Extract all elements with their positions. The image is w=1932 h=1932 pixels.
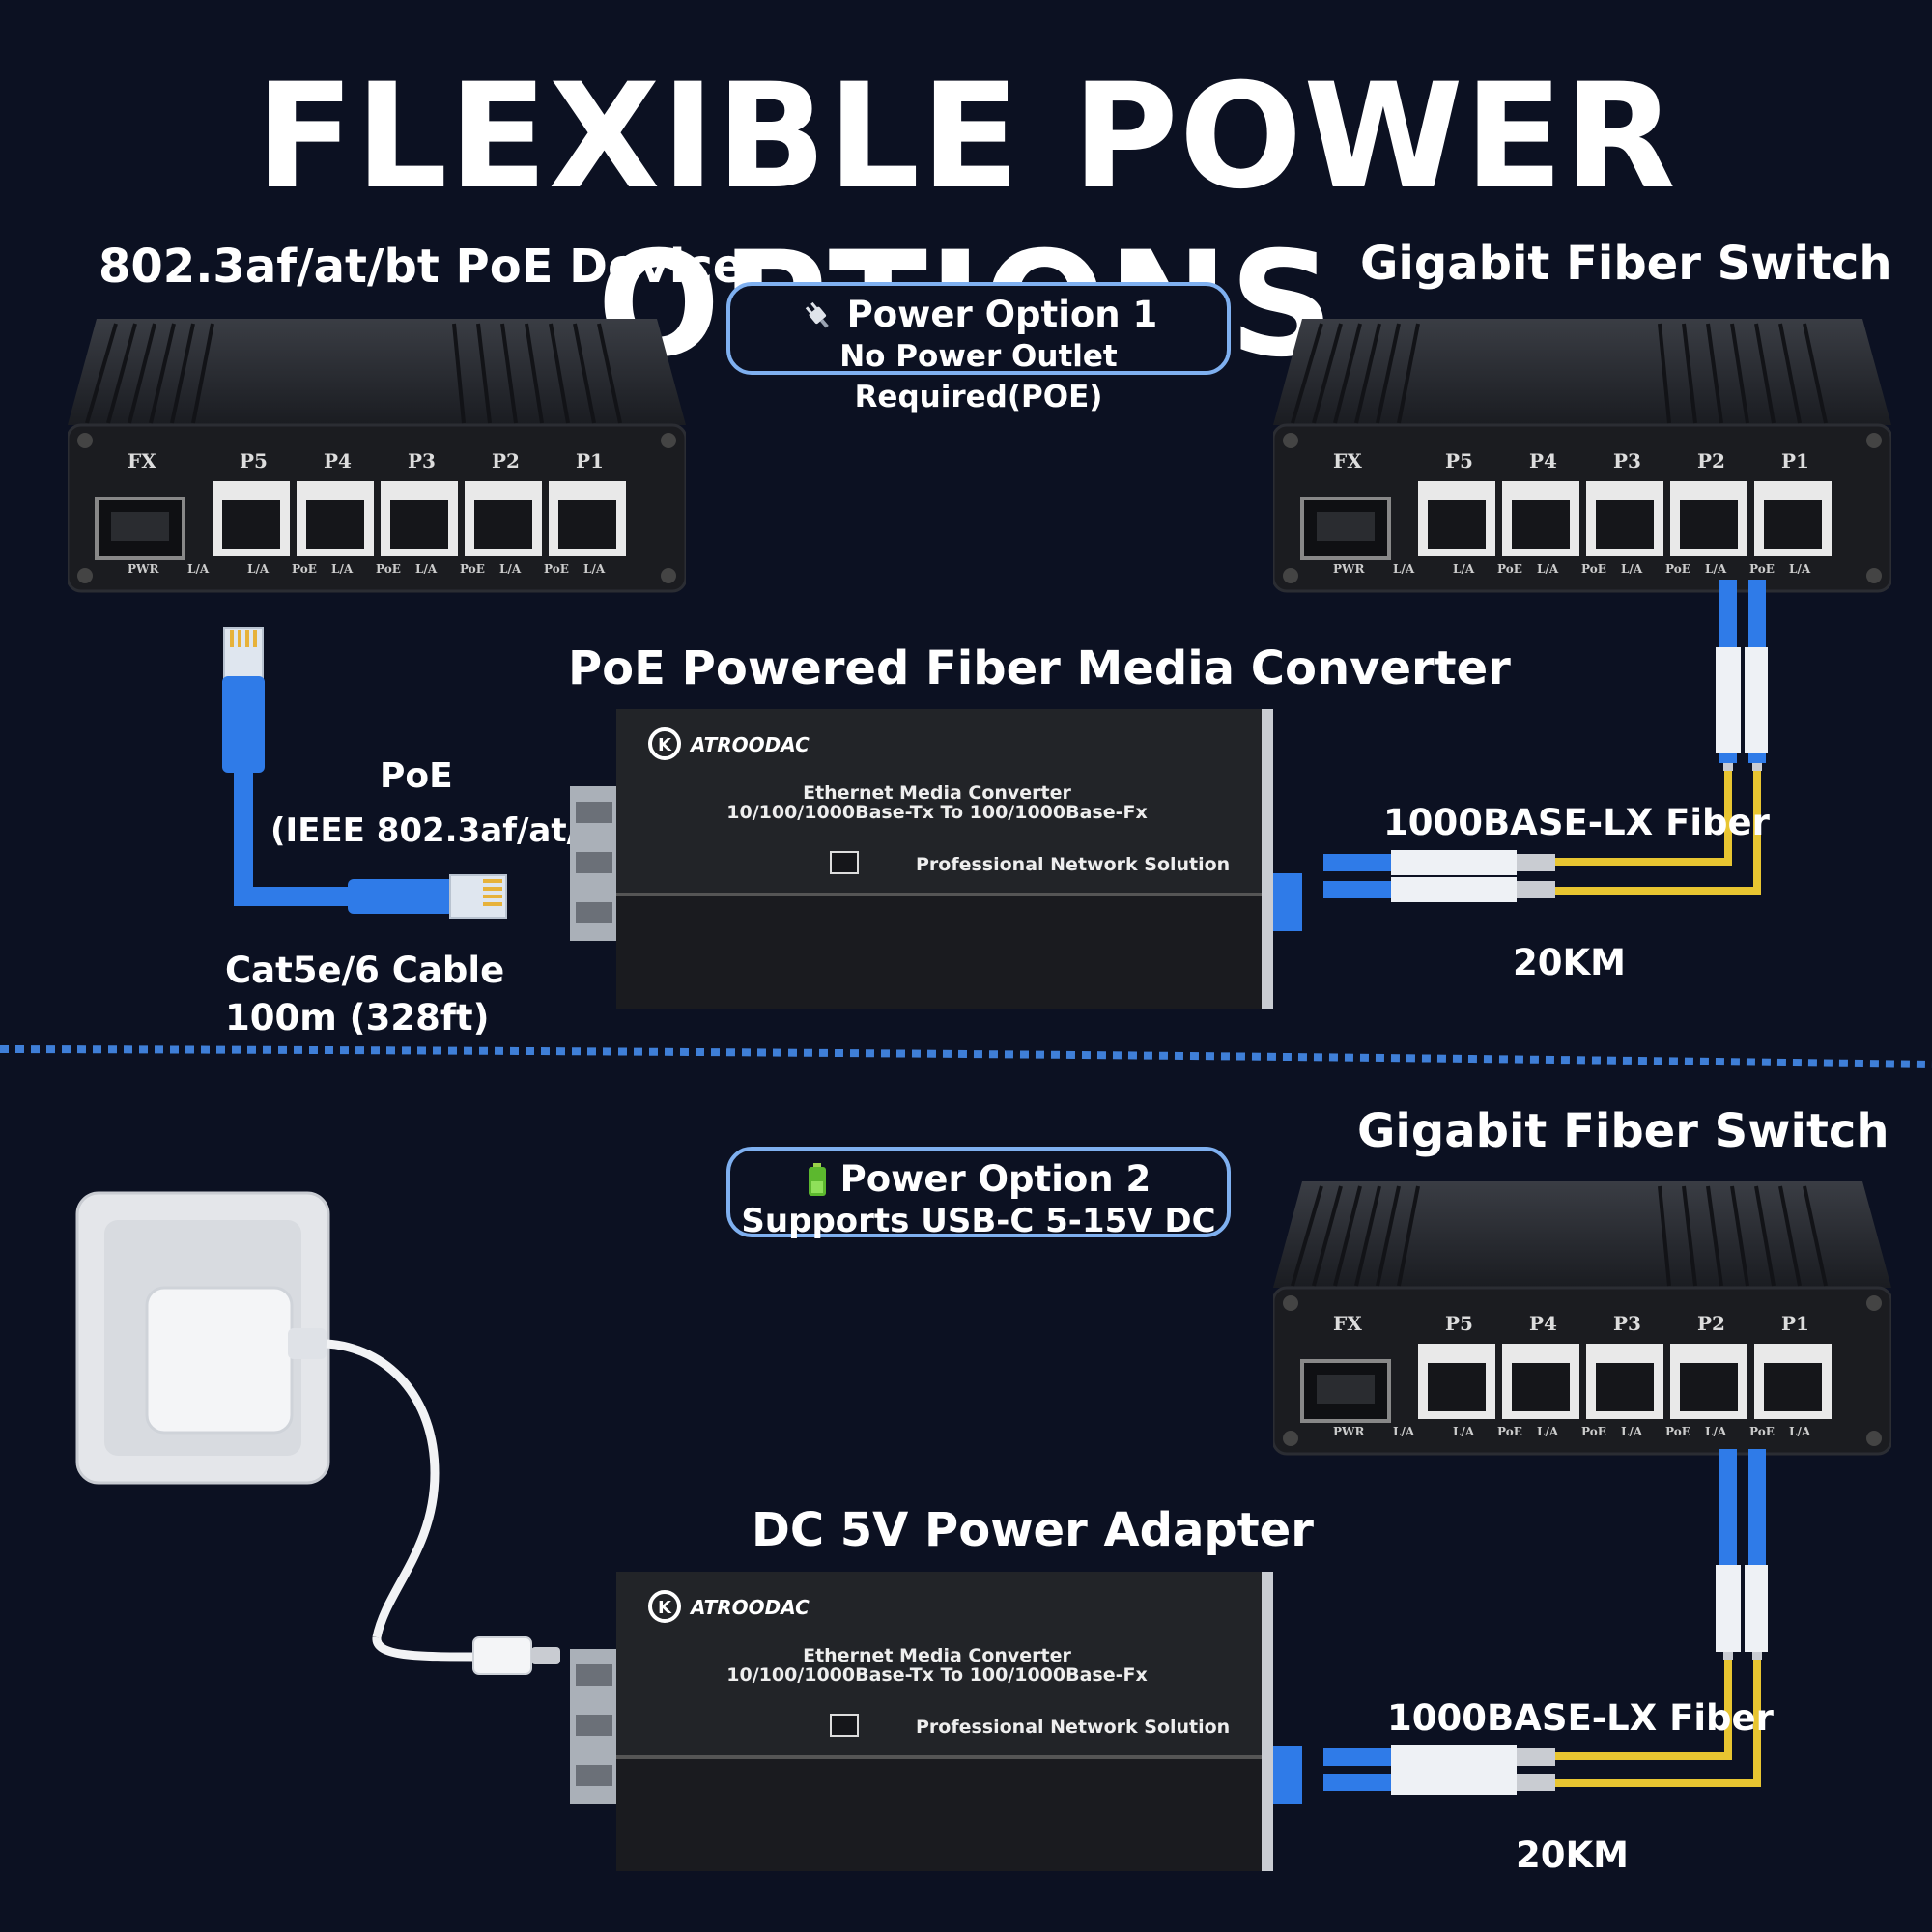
- section-divider: [0, 1045, 1932, 1068]
- port-label-p1: P1: [1781, 1312, 1809, 1335]
- power-option-1-title: Power Option 1: [730, 294, 1227, 336]
- la-led-label: L/A: [1789, 1425, 1811, 1438]
- brand-name: ATROODAC: [691, 1596, 810, 1619]
- poe-led-label: PoE: [544, 562, 569, 576]
- la-led-label: L/A: [1537, 1425, 1559, 1438]
- la-led-label: L/A: [415, 562, 438, 576]
- top-fiber-cable: [1323, 580, 1768, 902]
- la-led-label: L/A: [1453, 1425, 1475, 1438]
- bottom-fiber-switch: FX P5 P4 P3 P2 P1 PWR L/A L/A PoE L/A Po…: [1273, 1172, 1891, 1462]
- power-option-2-pill: Power Option 2 Supports USB-C 5-15V DC: [726, 1147, 1231, 1240]
- poe-led-label: PoE: [1665, 562, 1690, 576]
- svg-text:K: K: [658, 1598, 672, 1618]
- power-option-1-pill: Power Option 1 No Power Outlet Required(…: [726, 282, 1231, 414]
- poe-led-label: PoE: [1749, 562, 1775, 576]
- poe-device-label: 802.3af/at/bt PoE Device: [99, 240, 745, 294]
- poe-led-label: PoE: [460, 562, 485, 576]
- la-led-label: L/A: [1621, 562, 1643, 576]
- fx-port-label: FX: [1333, 1312, 1362, 1335]
- bottom-switch-label: Gigabit Fiber Switch: [1357, 1104, 1889, 1158]
- bottom-fiber-cable: [1323, 1449, 1768, 1795]
- poe-led-label: PoE: [376, 562, 401, 576]
- port-label-p4: P4: [324, 449, 352, 472]
- la-led-label: L/A: [1789, 562, 1811, 576]
- converter-title: Ethernet Media Converter: [803, 782, 1071, 804]
- la-led-label: L/A: [187, 562, 210, 576]
- adapter-label: DC 5V Power Adapter: [752, 1503, 1314, 1557]
- la-led-label: L/A: [583, 562, 606, 576]
- port-label-p1: P1: [1781, 449, 1809, 472]
- converter-spec: 10/100/1000Base-Tx To 100/1000Base-Fx: [726, 1664, 1148, 1686]
- port-label-p2: P2: [1697, 1312, 1725, 1335]
- fx-port-label: FX: [1333, 449, 1362, 472]
- converter-label: PoE Powered Fiber Media Converter: [568, 641, 1511, 696]
- top-fiber-label: 1000BASE-LX Fiber: [1383, 802, 1770, 843]
- la-led-label: L/A: [1621, 1425, 1643, 1438]
- bottom-distance-label: 20KM: [1516, 1834, 1629, 1876]
- top-switch-label: Gigabit Fiber Switch: [1360, 237, 1892, 291]
- converter-tagline: Professional Network Solution: [916, 1717, 1231, 1738]
- pwr-led-label: PWR: [128, 562, 159, 576]
- converter-tagline: Professional Network Solution: [916, 854, 1231, 875]
- poe-led-label: PoE: [1581, 562, 1606, 576]
- converter-title: Ethernet Media Converter: [803, 1645, 1071, 1666]
- port-label-p4: P4: [1529, 449, 1557, 472]
- la-led-label: L/A: [1705, 562, 1727, 576]
- port-label-p4: P4: [1529, 1312, 1557, 1335]
- port-label-p3: P3: [1613, 1312, 1641, 1335]
- brand-logo-icon: K: [643, 726, 686, 765]
- la-led-label: L/A: [1537, 562, 1559, 576]
- poe-device-switch: FX P5 P4 P3 P2 P1 PWR L/A L/A PoE L/A Po…: [68, 309, 686, 599]
- port-label-p5: P5: [1445, 1312, 1473, 1335]
- converter-spec: 10/100/1000Base-Tx To 100/1000Base-Fx: [726, 802, 1148, 823]
- battery-icon: [807, 1162, 828, 1197]
- poe-led-label: PoE: [1581, 1425, 1606, 1438]
- bottom-media-converter: K ATROODAC Ethernet Media Converter 10/1…: [570, 1572, 1304, 1871]
- cable-type-label: Cat5e/6 Cable: [225, 950, 505, 991]
- la-led-label: L/A: [1393, 1425, 1415, 1438]
- svg-text:K: K: [658, 735, 672, 755]
- power-option-2-title: Power Option 2: [730, 1158, 1227, 1201]
- power-option-2-subtitle: Supports USB-C 5-15V DC: [741, 1202, 1216, 1240]
- fx-port-label: FX: [128, 449, 156, 472]
- ethernet-cable: [222, 627, 507, 919]
- pwr-led-label: PWR: [1333, 562, 1365, 576]
- poe-led-label: PoE: [1749, 1425, 1775, 1438]
- power-option-1-subtitle: No Power Outlet Required(POE): [839, 339, 1118, 414]
- port-label-p3: P3: [1613, 449, 1641, 472]
- wall-outlet-adapter: [75, 1191, 560, 1675]
- poe-led-label: PoE: [1665, 1425, 1690, 1438]
- la-led-label: L/A: [1453, 562, 1475, 576]
- la-led-label: L/A: [499, 562, 522, 576]
- port-label-p5: P5: [240, 449, 268, 472]
- brand-logo-icon: K: [643, 1589, 686, 1628]
- la-led-label: L/A: [247, 562, 270, 576]
- poe-led-label: PoE: [1497, 562, 1522, 576]
- pwr-led-label: PWR: [1333, 1425, 1365, 1438]
- port-label-p2: P2: [1697, 449, 1725, 472]
- port-label-p1: P1: [576, 449, 604, 472]
- brand-name: ATROODAC: [691, 733, 810, 756]
- poe-led-label: PoE: [292, 562, 317, 576]
- top-media-converter: K ATROODAC Ethernet Media Converter 10/1…: [570, 709, 1304, 1009]
- port-label-p2: P2: [492, 449, 520, 472]
- poe-led-label: PoE: [1497, 1425, 1522, 1438]
- top-fiber-switch: FX P5 P4 P3 P2 P1 PWR L/A L/A PoE L/A Po…: [1273, 309, 1891, 599]
- poe-label: PoE: [380, 756, 453, 796]
- la-led-label: L/A: [1393, 562, 1415, 576]
- top-distance-label: 20KM: [1513, 942, 1626, 983]
- bottom-fiber-label: 1000BASE-LX Fiber: [1387, 1697, 1774, 1739]
- la-led-label: L/A: [1705, 1425, 1727, 1438]
- plug-icon: [800, 298, 835, 332]
- port-label-p5: P5: [1445, 449, 1473, 472]
- port-label-p3: P3: [408, 449, 436, 472]
- la-led-label: L/A: [331, 562, 354, 576]
- cable-length-label: 100m (328ft): [225, 997, 490, 1038]
